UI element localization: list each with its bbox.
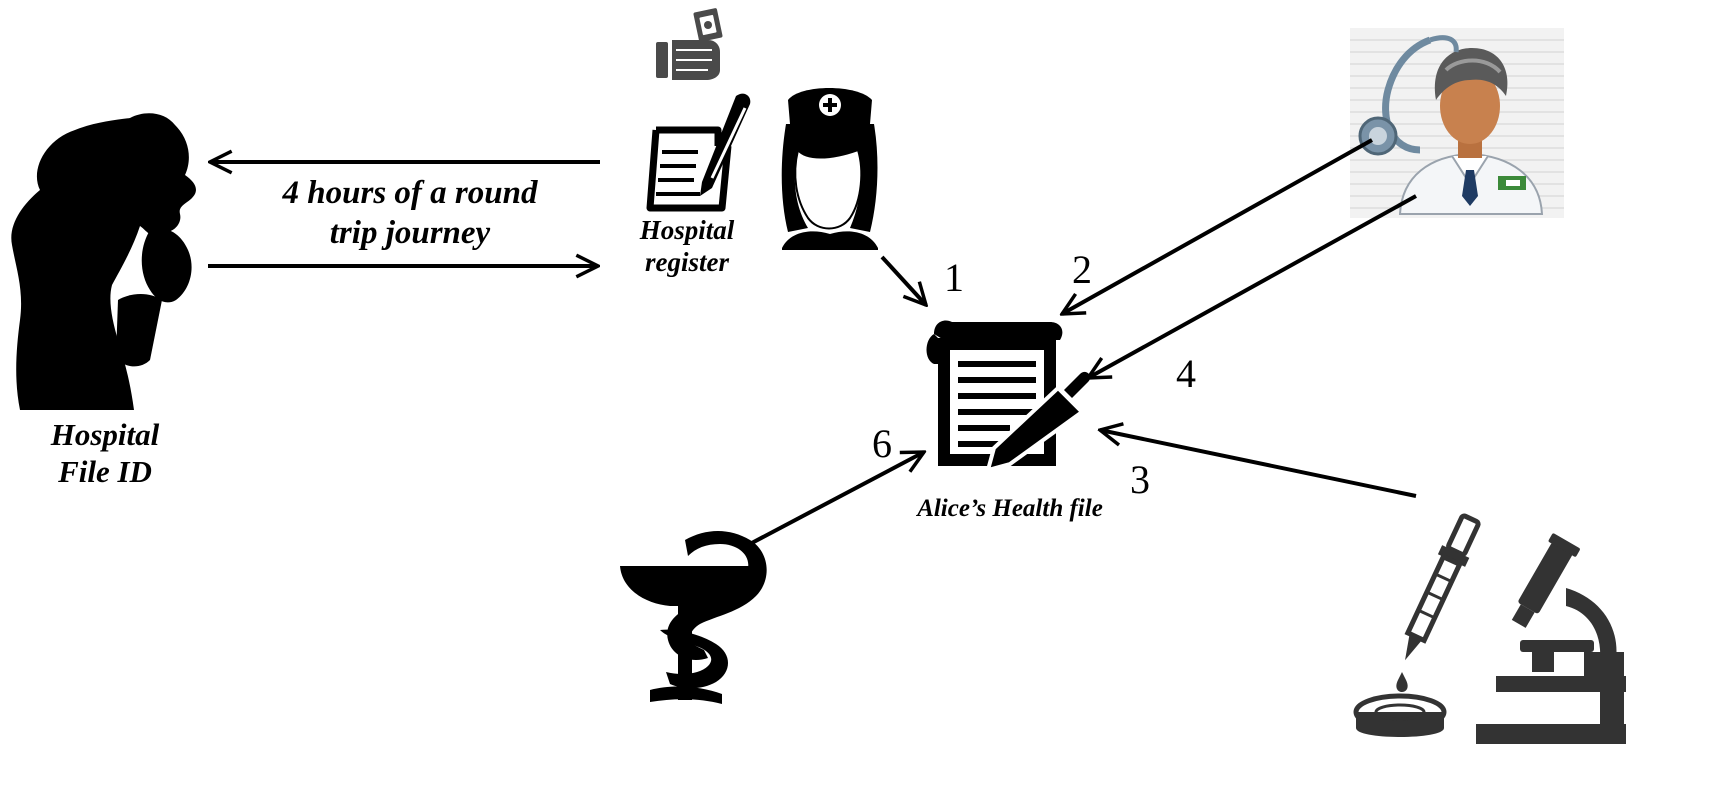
step-number-6: 6 bbox=[872, 421, 892, 466]
cash-hand-icon bbox=[656, 8, 723, 80]
arrow-step-4 bbox=[1088, 194, 1417, 378]
lab-pipette-icon bbox=[1353, 513, 1481, 737]
step-number-1: 1 bbox=[944, 255, 964, 300]
pharmacy-symbol-icon bbox=[620, 531, 767, 704]
arrow-step-1 bbox=[880, 255, 926, 305]
step-number-2: 2 bbox=[1072, 247, 1092, 292]
register-pen-icon bbox=[646, 93, 751, 212]
patient-label: Hospital File ID bbox=[30, 416, 180, 490]
health-file-icon bbox=[926, 320, 1091, 473]
journey-label: 4 hours of a round trip journey bbox=[250, 174, 570, 253]
register-label: Hospital register bbox=[620, 214, 754, 279]
person-silhouette-icon bbox=[11, 113, 196, 411]
journey-label-line2: trip journey bbox=[329, 214, 491, 251]
step-number-3: 3 bbox=[1130, 457, 1150, 502]
doctor-icon bbox=[1350, 28, 1564, 218]
patient-label-line2: File ID bbox=[58, 454, 152, 490]
register-label-line1: Hospital bbox=[639, 215, 735, 245]
nurse-icon bbox=[781, 88, 878, 250]
register-label-line2: register bbox=[645, 247, 729, 278]
journey-label-line1: 4 hours of a round bbox=[282, 175, 538, 211]
patient-label-line1: Hospital bbox=[50, 417, 160, 452]
arrow-step-2 bbox=[1062, 138, 1373, 314]
arrow-step-6 bbox=[747, 452, 924, 547]
microscope-icon bbox=[1476, 533, 1626, 744]
health-file-label: Alice’s Health file bbox=[917, 495, 1103, 522]
arrow-step-3 bbox=[1100, 430, 1417, 498]
step-number-4: 4 bbox=[1176, 351, 1196, 396]
